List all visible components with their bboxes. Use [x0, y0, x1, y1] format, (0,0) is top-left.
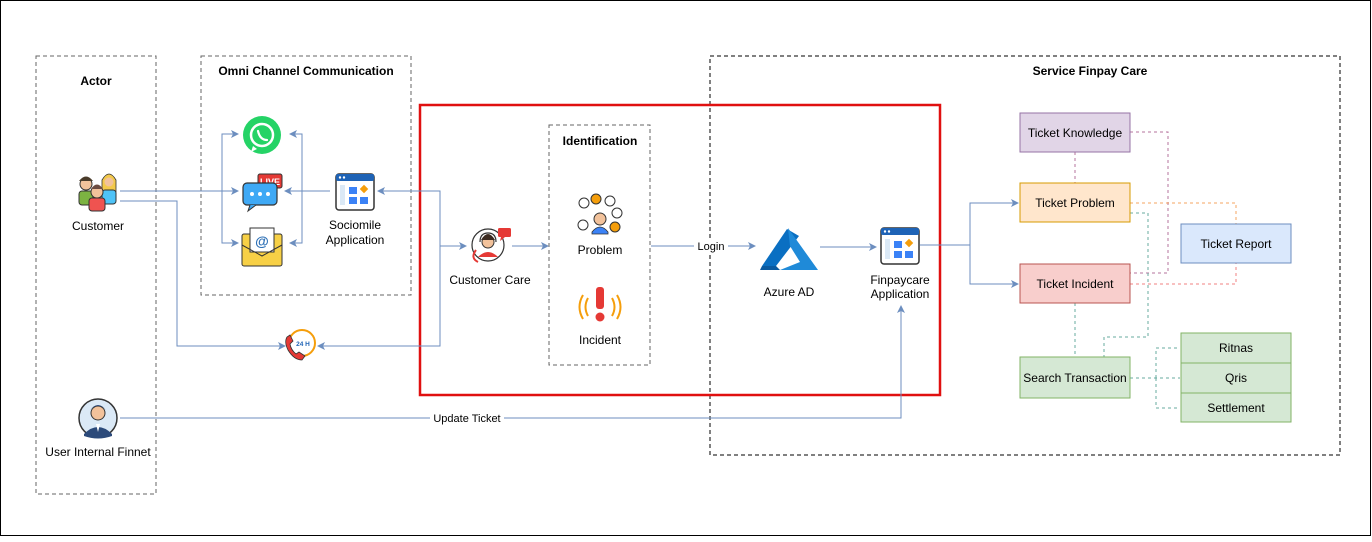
whatsapp-icon[interactable]	[243, 116, 281, 154]
finpaycare-label-line2: Application	[871, 287, 930, 301]
edge-finpaycare-ticketincident	[969, 245, 1019, 288]
azure-ad-icon[interactable]	[760, 228, 818, 270]
search-transaction-box[interactable]: Search Transaction	[1019, 356, 1131, 399]
ritnas-box[interactable]: Ritnas	[1180, 332, 1292, 364]
ticket-incident-box[interactable]: Ticket Incident	[1019, 263, 1131, 304]
omni-channel-group-title: Omni Channel Communication	[218, 64, 393, 78]
identification-group	[548, 124, 651, 366]
service-finpay-care-group	[709, 55, 1341, 456]
problem-label: Problem	[578, 243, 623, 257]
hours-badge-text: 24 H	[296, 341, 310, 348]
edge-finpaycare-ticketproblem	[920, 199, 1019, 246]
live-badge-text: LIVE	[260, 177, 280, 187]
customer-care-label: Customer Care	[449, 273, 531, 287]
user-internal-label: User Internal Finnet	[45, 445, 151, 459]
sociomile-app-icon[interactable]	[335, 173, 375, 211]
ticket-incident-label: Ticket Incident	[1037, 277, 1115, 291]
email-symbol: @	[255, 233, 269, 249]
edge-bracket-right	[289, 130, 303, 247]
ticket-report-label: Ticket Report	[1201, 237, 1273, 251]
qris-label: Qris	[1225, 371, 1247, 385]
incident-label: Incident	[579, 333, 622, 347]
ritnas-label: Ritnas	[1219, 341, 1253, 355]
edge-sociomile-customercare	[377, 187, 467, 250]
customer-care-icon[interactable]	[471, 228, 511, 263]
user-internal-icon[interactable]	[78, 398, 118, 439]
ticket-knowledge-label: Ticket Knowledge	[1028, 126, 1123, 140]
phone-24h-icon[interactable]: 24 H	[285, 329, 316, 361]
ticket-problem-label: Ticket Problem	[1035, 196, 1115, 210]
service-group-title: Service Finpay Care	[1033, 64, 1148, 78]
settlement-label: Settlement	[1207, 401, 1265, 415]
search-transaction-label: Search Transaction	[1023, 371, 1126, 385]
azure-ad-label: Azure AD	[764, 285, 815, 299]
customer-icon[interactable]	[78, 173, 117, 212]
edge-label-update-ticket: Update Ticket	[433, 413, 500, 425]
finpaycare-label-line1: Finpaycare	[870, 273, 930, 287]
live-chat-icon[interactable]: LIVE	[242, 173, 283, 213]
customer-label: Customer	[72, 219, 124, 233]
settlement-box[interactable]: Settlement	[1180, 392, 1292, 423]
ticket-problem-box[interactable]: Ticket Problem	[1019, 182, 1131, 223]
sociomile-label-line1: Sociomile	[329, 218, 381, 232]
edge-customer-phone	[120, 200, 286, 350]
edge-customercare-phone	[317, 246, 441, 350]
email-icon[interactable]: @	[241, 227, 283, 267]
edge-update-ticket	[120, 305, 905, 419]
edges	[120, 130, 1019, 419]
highlight-box	[418, 103, 942, 397]
actor-group-title: Actor	[80, 74, 112, 88]
actor-group	[35, 55, 157, 495]
problem-icon[interactable]	[577, 193, 623, 235]
ticket-knowledge-box[interactable]: Ticket Knowledge	[1019, 112, 1131, 153]
ticket-report-box[interactable]: Ticket Report	[1180, 223, 1292, 264]
identification-group-title: Identification	[563, 134, 638, 148]
omni-channel-group	[200, 55, 412, 296]
finpaycare-app-icon[interactable]	[880, 227, 920, 265]
sociomile-label-line2: Application	[326, 233, 385, 247]
edge-label-login: Login	[698, 241, 725, 253]
edge-bracket-left	[221, 130, 239, 247]
incident-icon[interactable]	[578, 287, 622, 322]
qris-box[interactable]: Qris	[1180, 362, 1292, 394]
ticket-connectors	[1074, 131, 1237, 409]
